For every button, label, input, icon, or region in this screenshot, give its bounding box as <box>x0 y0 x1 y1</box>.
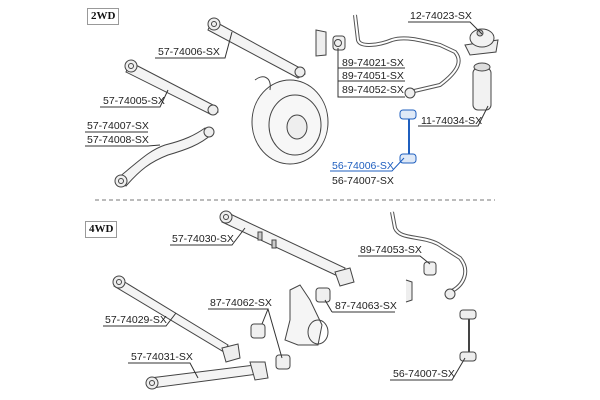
bushing-89-74053 <box>423 261 437 276</box>
arm-57-74006 <box>207 17 306 79</box>
part-label-56-74007-4wd[interactable]: 56-74007-SX <box>393 368 455 380</box>
bushing-87-74063 <box>315 287 331 303</box>
stabilizer-link-56-74007 <box>459 309 477 362</box>
part-label-57-74008[interactable]: 57-74008-SX <box>87 134 149 146</box>
part-label-57-74006[interactable]: 57-74006-SX <box>158 46 220 58</box>
bushing-87-74062 <box>250 323 291 370</box>
leader-lines <box>85 21 489 381</box>
bump-stop-11-74034 <box>472 62 492 111</box>
part-label-87-74062[interactable]: 87-74062-SX <box>210 297 272 309</box>
stabilizer-link-56-74006 <box>399 109 417 164</box>
arm-57-74005 <box>124 59 219 116</box>
part-label-89-74051[interactable]: 89-74051-SX <box>342 70 404 82</box>
part-label-89-74052[interactable]: 89-74052-SX <box>342 84 404 96</box>
strut-mount-12-74023 <box>464 28 499 56</box>
bar-end-eye <box>404 87 416 99</box>
part-label-89-74021[interactable]: 89-74021-SX <box>342 57 404 69</box>
part-label-12-74023[interactable]: 12-74023-SX <box>410 10 472 22</box>
part-label-87-74063[interactable]: 87-74063-SX <box>335 300 397 312</box>
hub-drum <box>251 76 329 165</box>
part-label-57-74007[interactable]: 57-74007-SX <box>87 120 149 132</box>
part-label-56-74007-2wd[interactable]: 56-74007-SX <box>332 175 394 187</box>
part-label-56-74006[interactable]: 56-74006-SX <box>332 160 394 172</box>
part-label-89-74053[interactable]: 89-74053-SX <box>360 244 422 256</box>
section-tag-4wd: 4WD <box>85 221 118 238</box>
knuckle <box>284 284 329 346</box>
arm-57-74031 <box>145 361 269 390</box>
section-tag-2wd: 2WD <box>87 8 120 25</box>
bushing-89-74021 <box>315 29 346 57</box>
arm-57-74029 <box>112 275 241 363</box>
arm-57-74030 <box>219 210 355 287</box>
part-label-57-74029[interactable]: 57-74029-SX <box>105 314 167 326</box>
part-label-57-74031[interactable]: 57-74031-SX <box>131 351 193 363</box>
part-label-57-74030[interactable]: 57-74030-SX <box>172 233 234 245</box>
part-label-11-74034[interactable]: 11-74034-SX <box>421 115 483 127</box>
arm-57-74007 <box>114 126 215 188</box>
part-label-57-74005[interactable]: 57-74005-SX <box>103 95 165 107</box>
